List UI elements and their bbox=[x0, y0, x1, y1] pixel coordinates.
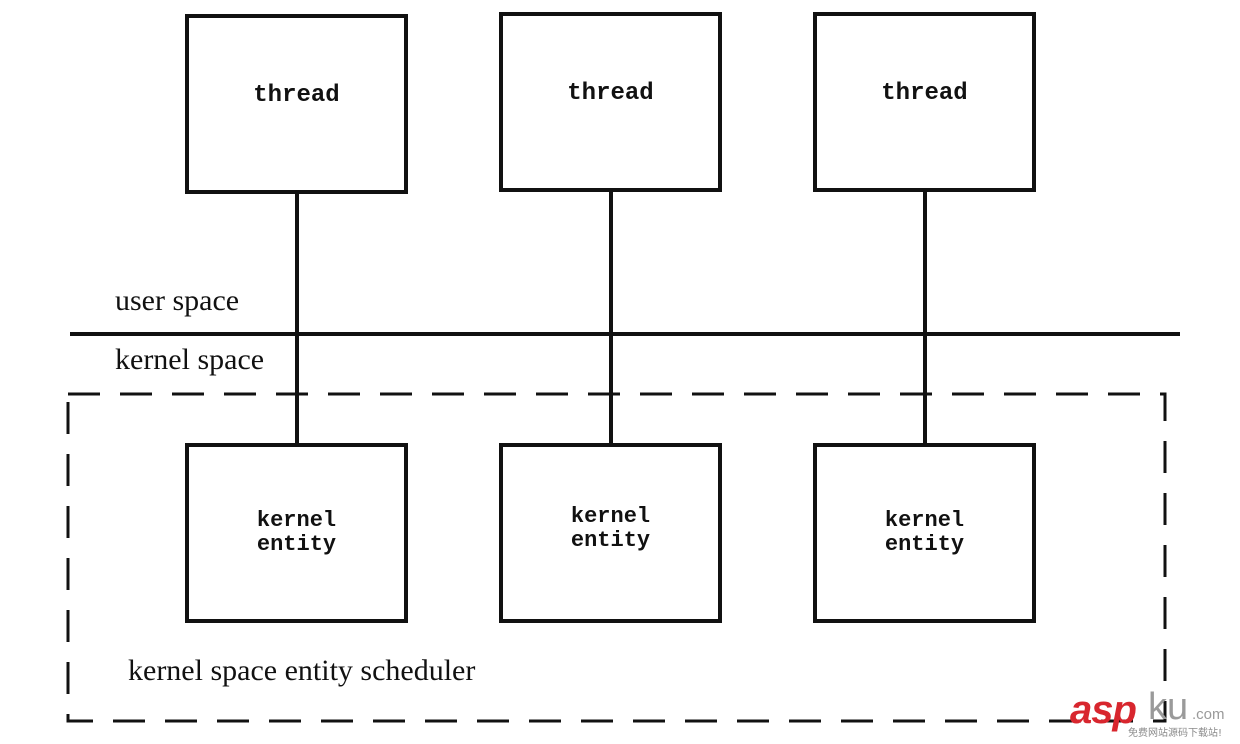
kernel-entity-box-1: kernel entity bbox=[185, 443, 408, 623]
thread-label: thread bbox=[567, 80, 654, 108]
kernel-entity-label: kernel entity bbox=[570, 504, 651, 553]
thread-box-3: thread bbox=[813, 12, 1036, 192]
kernel-entity-label: kernel entity bbox=[884, 508, 965, 557]
kernel-space-label: kernel space bbox=[115, 343, 267, 377]
kernel-entity-label: kernel entity bbox=[256, 508, 337, 557]
watermark-tagline: 免费网站源码下载站! bbox=[1128, 728, 1223, 739]
user-kernel-divider bbox=[70, 332, 1180, 336]
thread-box-1: thread bbox=[185, 14, 408, 194]
thread-box-2: thread bbox=[499, 12, 722, 192]
thread-label: thread bbox=[253, 82, 340, 110]
site-watermark: asp ku .com 免费网站源码下载站! bbox=[1070, 686, 1235, 739]
kernel-entity-box-3: kernel entity bbox=[813, 443, 1036, 623]
thread-label: thread bbox=[881, 80, 968, 108]
connector-line-2 bbox=[609, 191, 613, 443]
kernel-entity-box-2: kernel entity bbox=[499, 443, 722, 623]
watermark-brand-gray: ku bbox=[1148, 686, 1189, 728]
scheduler-label: kernel space entity scheduler bbox=[128, 654, 476, 687]
watermark-domain: .com bbox=[1192, 706, 1225, 723]
user-space-label: user space bbox=[115, 284, 240, 317]
connector-line-3 bbox=[923, 191, 927, 443]
watermark-brand-red: asp bbox=[1070, 688, 1137, 732]
connector-line-1 bbox=[295, 193, 299, 443]
